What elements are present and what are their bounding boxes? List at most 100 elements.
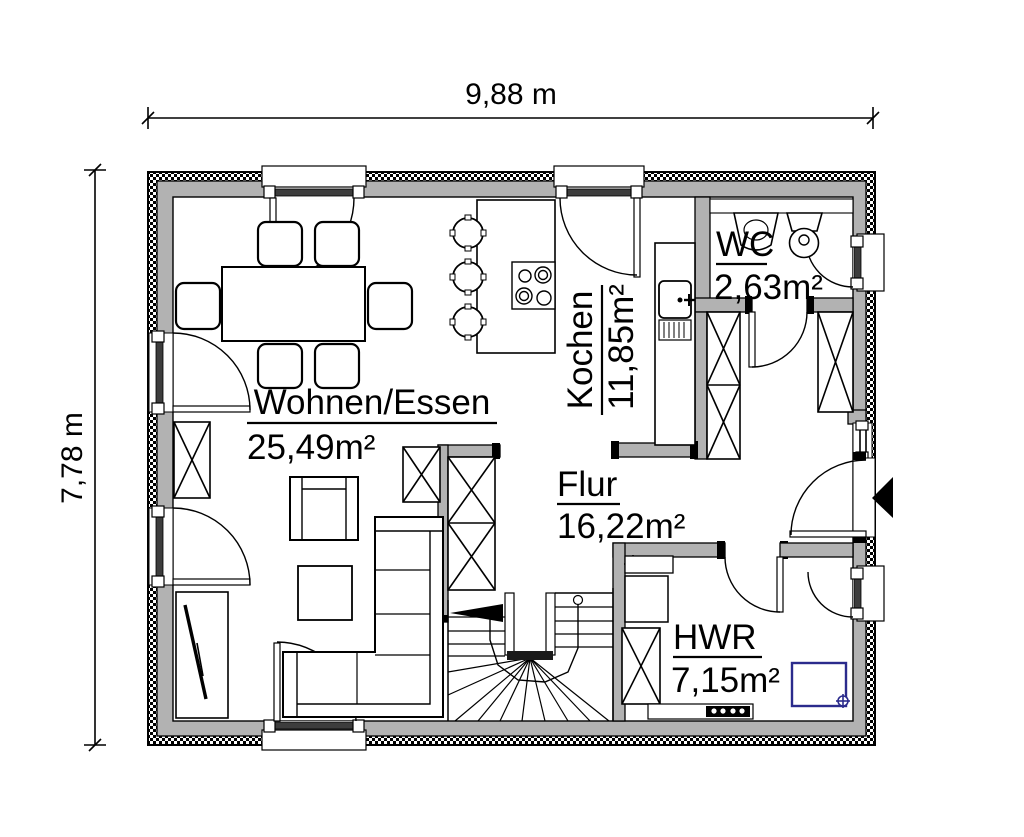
bar-stool	[449, 214, 487, 252]
door-swing-arc	[172, 332, 251, 411]
tv-icon	[183, 604, 208, 700]
room-labels: Wohnen/Essen 25,49m² Kochen 11,85m² WC 2…	[247, 225, 823, 700]
top-dim-slash-left	[141, 111, 155, 125]
room-area: 25,49m²	[247, 428, 375, 467]
dining-chair	[174, 281, 222, 331]
door-leaf	[172, 578, 251, 586]
shaft-wall-strip	[694, 311, 708, 460]
electrical-console	[647, 703, 754, 720]
shaft-central-column	[447, 456, 496, 591]
bar-stool	[449, 303, 487, 341]
dining-chair	[256, 342, 304, 390]
hwr-door-cap-left	[717, 541, 725, 559]
cooktop-icon	[511, 261, 556, 310]
entrance-door	[789, 452, 876, 543]
door-leaf	[273, 642, 281, 722]
wc-window-right	[805, 233, 885, 292]
living-room-furniture	[175, 476, 444, 719]
entrance-arrow-icon	[872, 477, 893, 518]
dimension-annotations: 9,88 m 7,78 m	[56, 78, 880, 752]
washing-machine	[624, 575, 669, 623]
kitchen-window-top	[553, 165, 645, 278]
staircase	[447, 588, 614, 722]
width-dimension-label: 9,88 m	[465, 78, 557, 111]
room-name: Flur	[557, 465, 618, 504]
door-leaf	[776, 556, 784, 613]
label-wohnen-essen: Wohnen/Essen 25,49m²	[247, 383, 497, 467]
armchair	[289, 476, 359, 541]
shaft-left-wall	[173, 421, 211, 499]
stair-steps-right	[555, 606, 613, 648]
corner-sofa	[282, 516, 444, 718]
door-swing-arc	[790, 459, 867, 536]
stair-direction-line	[450, 594, 584, 683]
kitchen-wall-cap-left	[611, 441, 619, 459]
label-wc: WC 2,63m²	[714, 225, 823, 307]
left-dim-slash-top	[88, 163, 102, 177]
wc-fixtures	[709, 198, 854, 259]
hwr-fixtures	[624, 555, 850, 720]
door-leaf	[789, 530, 867, 538]
wc-prewall-shelf	[709, 198, 854, 214]
terrace-door-bottom	[261, 641, 367, 751]
door-swing-arc	[559, 197, 638, 276]
wc-door	[748, 311, 808, 368]
hwr-window-right	[807, 565, 885, 622]
stair-winder-steps	[447, 657, 610, 722]
central-wall-end-cap	[492, 443, 500, 459]
wc-door-cap-right	[807, 296, 814, 314]
installation-shafts	[173, 311, 854, 705]
stair-railing	[504, 592, 556, 660]
door-swing-arc	[751, 311, 808, 368]
french-window-left-lower	[148, 505, 251, 588]
washbasin-icon	[733, 212, 779, 251]
room-area: 11,85m²	[602, 284, 641, 410]
room-name: Kochen	[561, 291, 600, 410]
hwr-door	[724, 556, 784, 613]
room-name: WC	[716, 225, 774, 264]
room-name: Wohnen/Essen	[254, 383, 491, 422]
dining-chair	[256, 220, 304, 268]
label-flur: Flur 16,22m²	[557, 465, 685, 546]
dining-set	[174, 220, 414, 390]
shaft-kitchen-right	[706, 311, 741, 460]
coffee-table	[297, 565, 353, 621]
top-dim-slash-right	[866, 111, 880, 125]
railing-bottom-bar	[507, 651, 553, 660]
room-area: 7,15m²	[671, 661, 780, 700]
shaft-living-room	[402, 446, 441, 503]
room-area: 2,63m²	[714, 268, 823, 307]
bar-stool	[449, 258, 487, 296]
kitchen-wall-cap-right	[690, 441, 698, 459]
dining-table	[221, 266, 366, 342]
dining-chair	[366, 281, 414, 331]
door-leaf	[748, 311, 756, 368]
dining-chair	[313, 342, 361, 390]
room-area: 16,22m²	[557, 507, 685, 546]
toilet-icon	[785, 212, 824, 259]
wc-left-wall	[694, 196, 711, 313]
stair-up-arrow-icon	[450, 604, 503, 622]
dining-chair	[313, 220, 361, 268]
door-leaf	[633, 197, 641, 278]
kitchen-sink-icon	[658, 280, 695, 341]
room-name: HWR	[673, 618, 757, 657]
door-leaf	[172, 405, 251, 413]
door-swing-arc	[724, 556, 781, 613]
left-dim-slash-bottom	[88, 738, 102, 752]
tv-board	[175, 591, 229, 719]
hwr-shelf	[624, 555, 674, 574]
height-dimension-label: 7,78 m	[56, 412, 89, 504]
kitchen-counter	[654, 242, 696, 446]
door-swing-arc	[172, 507, 251, 586]
shaft-hwr	[621, 627, 661, 705]
heater-appliance	[790, 661, 850, 708]
label-kochen: Kochen 11,85m²	[561, 284, 641, 415]
french-window-left-upper	[148, 330, 251, 415]
label-hwr: HWR 7,15m²	[671, 618, 780, 700]
kitchen-fixtures	[449, 199, 696, 446]
hwr-top-wall-right	[779, 542, 854, 558]
shaft-right-wall	[817, 311, 854, 413]
